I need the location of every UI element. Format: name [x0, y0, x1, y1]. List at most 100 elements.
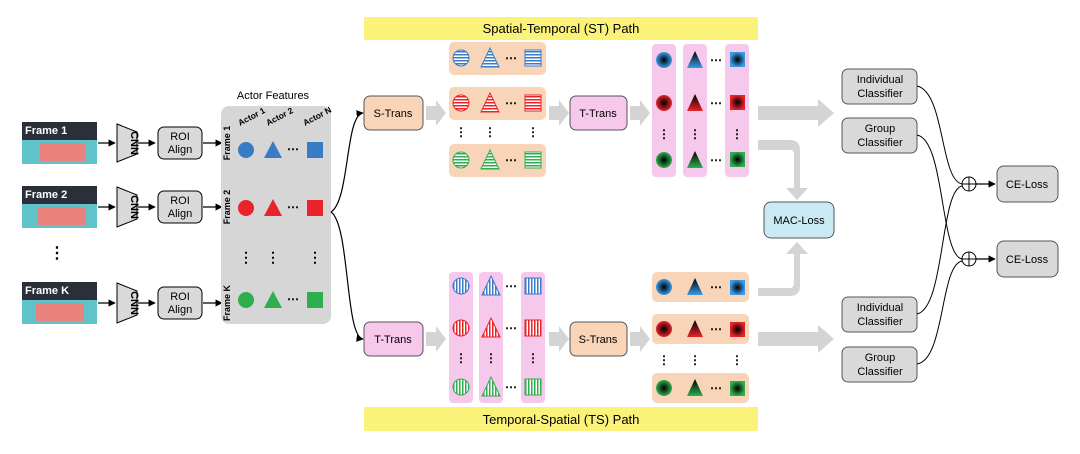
mac-loss-block [763, 201, 835, 239]
svg-text:⋯: ⋯ [287, 200, 299, 214]
ts-t-trans-block [363, 321, 424, 357]
ce-loss-block-2 [996, 240, 1059, 278]
roi-align-blocks [157, 126, 203, 320]
st-to-classifier-arrow [758, 99, 834, 127]
svg-text:⋮: ⋮ [527, 125, 539, 139]
blue-circle [238, 142, 254, 158]
ts-individual-label-1: Individual [857, 302, 903, 314]
st-row-blue [449, 42, 546, 75]
ts-row-green [652, 373, 749, 403]
st-path-label: Spatial-Temporal (ST) Path [483, 21, 640, 36]
svg-text:⋯: ⋯ [710, 96, 722, 110]
st-t-trans-block [569, 95, 628, 131]
svg-text:⋮: ⋮ [731, 353, 743, 367]
st-path-banner [364, 17, 758, 40]
green-triangle [264, 291, 282, 308]
st-s-trans-label: S-Trans [374, 108, 413, 120]
green-square [307, 292, 323, 308]
blue-square [307, 142, 323, 158]
st-gray-arrow-2 [549, 100, 569, 126]
st-col-square [725, 44, 749, 177]
feature-vertical-ellipsis: ⋮⋮⋮ [239, 249, 322, 265]
roi-feature-arrows [203, 139, 223, 307]
feature-frame-1-label: Frame 1 [222, 126, 232, 161]
ts-to-classifier-arrow [758, 325, 834, 353]
feature-row-2: ⋯ [238, 199, 323, 216]
ce-loss-label-1: CE-Loss [1006, 179, 1049, 191]
svg-text:⋯: ⋯ [505, 380, 517, 394]
svg-text:⋯: ⋯ [505, 279, 517, 293]
green-circle [238, 292, 254, 308]
roi-label-1a: ROI [170, 131, 190, 143]
ts-individual-label-2: Classifier [857, 316, 903, 328]
frame-2-image: Frame 2 [22, 186, 97, 228]
ts-gray-arrow-1 [426, 326, 446, 352]
ce-loss-label-2: CE-Loss [1006, 254, 1049, 266]
svg-text:⋮: ⋮ [484, 125, 496, 139]
ts-col-square [521, 272, 545, 403]
svg-text:⋯: ⋯ [710, 322, 722, 336]
svg-text:⋮: ⋮ [658, 353, 670, 367]
feature-to-ts-arrow [330, 211, 364, 342]
frame-k-image: Frame K [22, 282, 97, 324]
svg-text:⋯: ⋯ [710, 280, 722, 294]
ts-row-blue [652, 272, 749, 302]
st-group-label-1: Group [865, 123, 896, 135]
frame-ellipsis: ⋮ [49, 245, 65, 262]
feature-row-k: ⋯ [238, 291, 323, 308]
svg-text:⋮: ⋮ [689, 353, 701, 367]
classifier-sum-curves [916, 85, 963, 365]
svg-text:⋮: ⋮ [731, 127, 743, 141]
svg-text:⋯: ⋯ [287, 292, 299, 306]
roi-label-kb: Align [168, 304, 192, 316]
st-s-trans-block [363, 95, 424, 131]
feature-to-st-arrow [330, 110, 364, 213]
st-to-mac-arrow [758, 140, 808, 200]
svg-text:⋮: ⋮ [689, 127, 701, 141]
red-circle [238, 200, 254, 216]
svg-text:⋮: ⋮ [455, 125, 467, 139]
st-gray-arrow-3 [630, 100, 650, 126]
feature-frame-2-label: Frame 2 [222, 190, 232, 225]
svg-text:⋯: ⋯ [505, 153, 517, 167]
svg-text:⋮: ⋮ [308, 249, 322, 265]
svg-text:⋮: ⋮ [266, 249, 280, 265]
frame-2-label: Frame 2 [25, 189, 67, 201]
feature-frame-k-label: Frame K [222, 284, 232, 321]
sum-to-ce-arrows [976, 180, 996, 263]
frame-1-image: Frame 1 [22, 122, 97, 164]
st-t-trans-label: T-Trans [579, 108, 617, 120]
frame-cnn-arrows [98, 139, 116, 307]
svg-text:⋮: ⋮ [485, 351, 497, 365]
svg-text:⋯: ⋯ [710, 153, 722, 167]
ts-gray-arrow-2 [549, 326, 569, 352]
st-row-red [449, 87, 546, 120]
st-gray-arrow-1 [426, 100, 446, 126]
frame-k-label: Frame K [25, 285, 69, 297]
roi-label-ka: ROI [170, 291, 190, 303]
feature-row-1: ⋯ [238, 141, 323, 158]
actor-features-title: Actor Features [237, 90, 310, 102]
svg-text:⋯: ⋯ [710, 53, 722, 67]
svg-text:⋯: ⋯ [710, 381, 722, 395]
cnn-roi-arrows [138, 139, 156, 307]
ce-loss-block-1 [996, 165, 1059, 203]
svg-text:⋮: ⋮ [527, 351, 539, 365]
roi-label-2a: ROI [170, 195, 190, 207]
ts-path-label: Temporal-Spatial (TS) Path [483, 412, 640, 427]
ts-path-banner [364, 407, 758, 431]
ts-t-trans-label: T-Trans [374, 334, 412, 346]
svg-text:⋮: ⋮ [658, 127, 670, 141]
cnn-label-2: CNN [128, 195, 140, 219]
blue-triangle [264, 141, 282, 158]
roi-label-2b: Align [168, 208, 192, 220]
ts-group-label-1: Group [865, 352, 896, 364]
svg-text:⋯: ⋯ [287, 142, 299, 156]
cnn-blocks [116, 123, 138, 324]
svg-text:⋯: ⋯ [505, 321, 517, 335]
ts-row-red [652, 314, 749, 344]
ts-s-trans-block [569, 321, 628, 357]
frame-1-label: Frame 1 [25, 125, 67, 137]
ts-gray-arrow-3 [630, 326, 650, 352]
ts-group-classifier [841, 346, 918, 383]
